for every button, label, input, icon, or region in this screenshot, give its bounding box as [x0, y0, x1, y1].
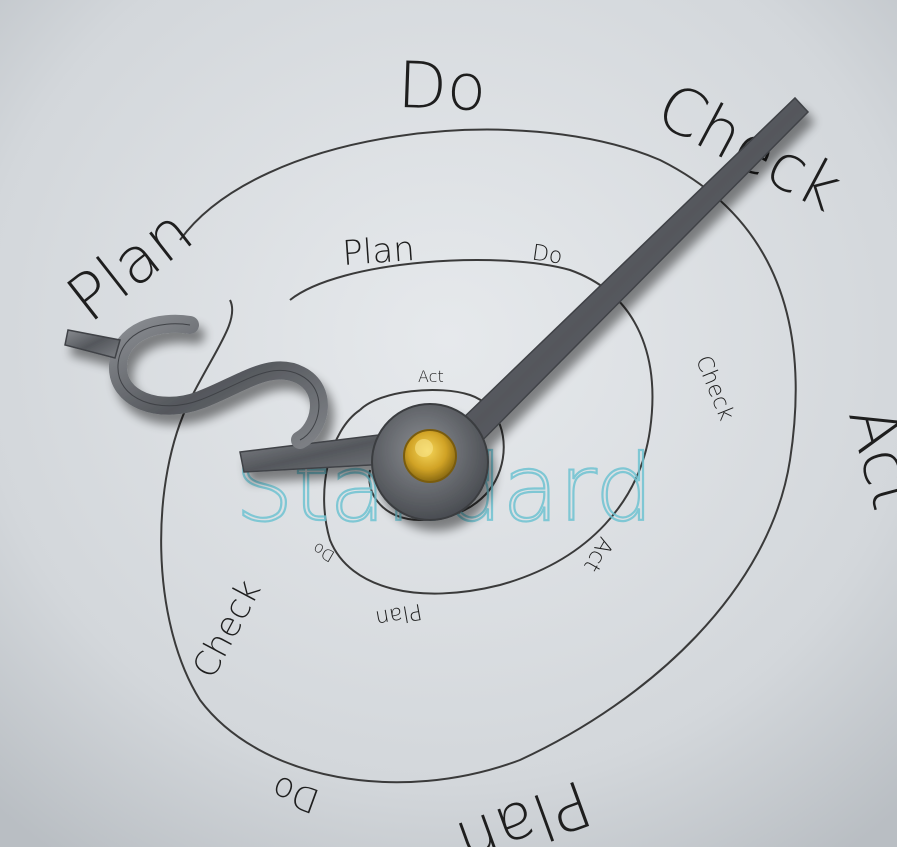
outer-do-label: Do — [396, 49, 487, 126]
middle-do-label: Do — [530, 241, 564, 270]
inner-act-label: Act — [418, 367, 444, 386]
hand-hub-cap-highlight — [415, 439, 433, 457]
middle-plan-label: Plan — [341, 229, 416, 274]
hand-hub-cap — [404, 430, 456, 482]
